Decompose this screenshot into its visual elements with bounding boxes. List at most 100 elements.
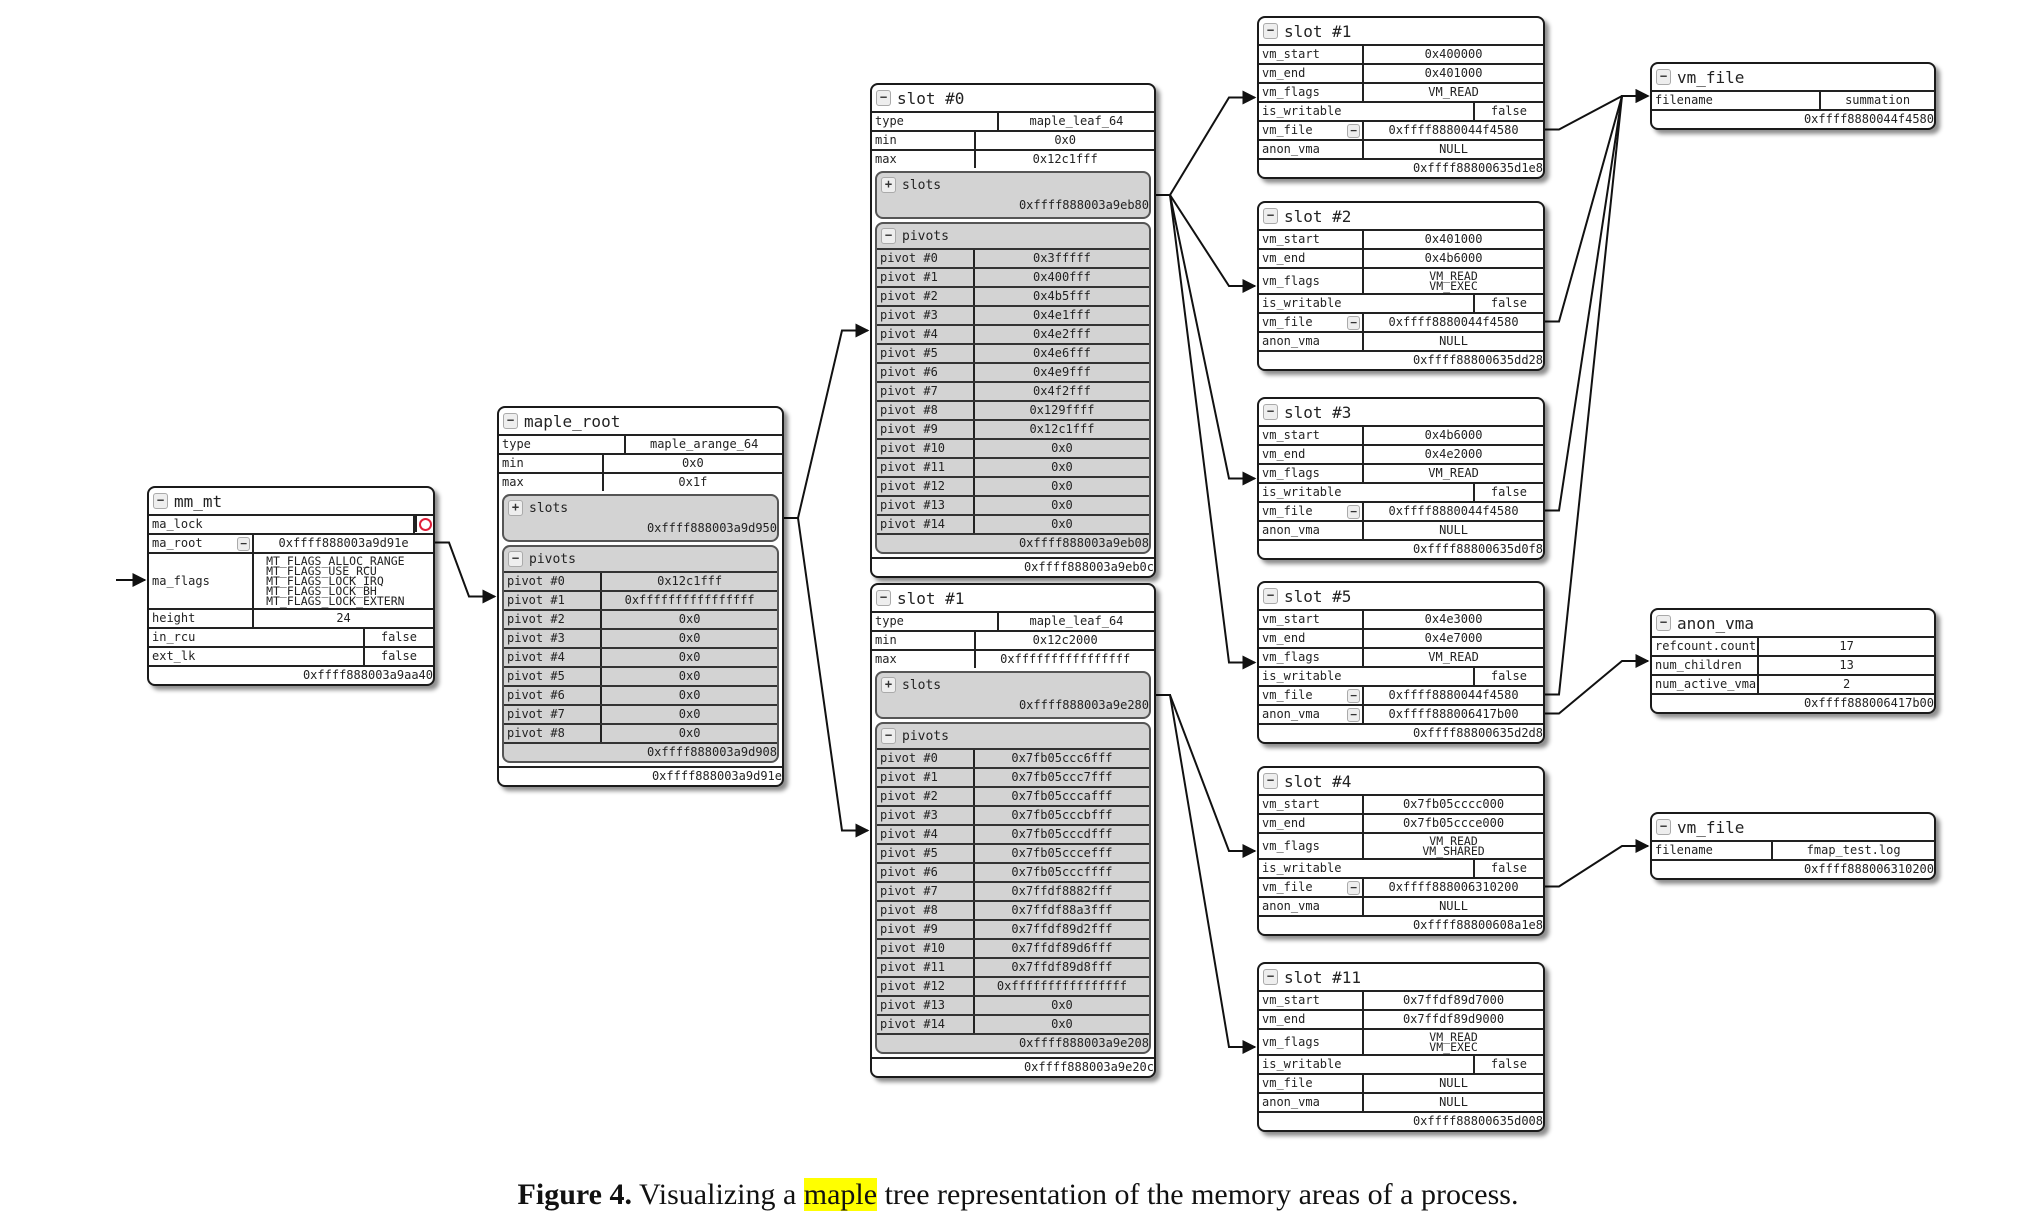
toggle-collapse-icon[interactable]: −: [881, 728, 896, 744]
toggle-collapse-icon[interactable]: −: [1347, 688, 1361, 703]
toggle-collapse-icon[interactable]: −: [1347, 315, 1361, 330]
section-header[interactable]: −pivots: [877, 724, 1149, 748]
toggle-collapse-icon[interactable]: −: [1263, 23, 1278, 39]
node-title[interactable]: −slot #2: [1259, 203, 1543, 229]
toggle-collapse-icon[interactable]: −: [876, 90, 891, 106]
field-label-text: pivot #3: [880, 808, 938, 822]
field-value: NULL: [1439, 142, 1468, 156]
field-value[interactable]: 0xffff8880044f4580: [1388, 315, 1519, 329]
toggle-collapse-icon[interactable]: −: [1263, 404, 1278, 420]
field-label-text: anon_vma: [1262, 142, 1320, 156]
field-label-text: anon_vma: [1262, 1095, 1320, 1109]
field-label-text: height: [152, 611, 196, 625]
field-label-text: is_writable: [1262, 485, 1342, 499]
toggle-collapse-icon[interactable]: −: [508, 551, 523, 567]
field-value[interactable]: 0xffff888003a9d91e: [278, 536, 409, 550]
toggle-collapse-icon[interactable]: −: [1347, 123, 1361, 138]
node-title-text: slot #3: [1284, 402, 1352, 422]
node-title[interactable]: −slot #1: [872, 585, 1154, 611]
field-value[interactable]: 0xffff888006310200: [1388, 880, 1519, 894]
field-label-text: vm_start: [1262, 47, 1320, 61]
section-header[interactable]: −pivots: [504, 547, 777, 571]
node-title[interactable]: −slot #4: [1259, 768, 1543, 794]
field-value: 0x0: [1054, 133, 1076, 147]
toggle-collapse-icon[interactable]: −: [237, 536, 251, 551]
field-label: pivot #14: [877, 516, 975, 533]
field-value[interactable]: 0xffff8880044f4580: [1388, 688, 1519, 702]
field-label-text: vm_flags: [1262, 85, 1320, 99]
toggle-expand-icon[interactable]: +: [881, 677, 896, 693]
field-value: 0x7fb05cccefff: [1011, 846, 1113, 860]
field-value-line: VM_SHARED: [1422, 844, 1485, 858]
node-title[interactable]: −vm_file: [1652, 814, 1934, 840]
edge-arrow-vma5-to-file1: [1545, 89, 1650, 696]
toggle-collapse-icon[interactable]: −: [153, 493, 168, 509]
node-address: 0xffff888003a9eb0c: [872, 557, 1154, 576]
field-value[interactable]: 0xffff8880044f4580: [1388, 123, 1519, 137]
toggle-collapse-icon[interactable]: −: [1263, 588, 1278, 604]
caption-text-post: tree representation of the memory areas …: [877, 1178, 1519, 1211]
section-header[interactable]: +slots: [877, 173, 1149, 197]
field-value[interactable]: 0xffff888006417b00: [1388, 707, 1519, 721]
node-title[interactable]: −slot #0: [872, 85, 1154, 111]
toggle-collapse-icon[interactable]: −: [1347, 707, 1361, 722]
field-value: 0x0: [678, 707, 701, 721]
node-title[interactable]: −slot #5: [1259, 583, 1543, 609]
toggle-collapse-icon[interactable]: −: [503, 413, 518, 429]
toggle-collapse-icon[interactable]: −: [1263, 969, 1278, 985]
toggle-collapse-icon[interactable]: −: [1263, 208, 1278, 224]
field-value[interactable]: 0xffff8880044f4580: [1388, 504, 1519, 518]
field-label-text: vm_end: [1262, 1012, 1306, 1026]
toggle-expand-icon[interactable]: +: [881, 177, 896, 193]
toggle-collapse-icon[interactable]: −: [1656, 819, 1671, 835]
toggle-collapse-icon[interactable]: −: [1656, 615, 1671, 631]
toggle-collapse-icon[interactable]: −: [1347, 504, 1361, 519]
field-label: pivot #11: [877, 459, 975, 476]
toggle-collapse-icon[interactable]: −: [876, 590, 891, 606]
field-label: is_writable: [1259, 668, 1475, 685]
section-header[interactable]: +slots: [877, 673, 1149, 697]
node-title-text: mm_mt: [174, 491, 223, 511]
edge-arrow-mm_mt-to-maple_root: [435, 541, 497, 604]
node-title[interactable]: −slot #11: [1259, 964, 1543, 990]
node-title[interactable]: −slot #1: [1259, 18, 1543, 44]
edge-arrow-vma1-to-file1: [1545, 89, 1650, 131]
field-label: pivot #4: [504, 649, 603, 666]
node-title[interactable]: −vm_file: [1652, 64, 1934, 90]
field-value: NULL: [1439, 523, 1468, 537]
node-title[interactable]: −slot #3: [1259, 399, 1543, 425]
node-title[interactable]: −anon_vma: [1652, 610, 1934, 636]
field-label: vm_start: [1259, 611, 1365, 628]
section-header[interactable]: +slots: [504, 496, 777, 520]
field-label: pivot #9: [877, 421, 975, 438]
field-value: false: [1490, 861, 1527, 875]
field-label: is_writable: [1259, 295, 1475, 312]
node-title[interactable]: −maple_root: [499, 408, 782, 434]
field-value: 0x0: [1051, 998, 1073, 1012]
caption-highlight: maple: [803, 1178, 878, 1211]
node-address: 0xffff888003a9e20c: [872, 1057, 1154, 1076]
node-title[interactable]: −mm_mt: [149, 488, 433, 514]
field-label-text: pivot #5: [880, 846, 938, 860]
toggle-collapse-icon[interactable]: −: [881, 228, 896, 244]
toggle-expand-icon[interactable]: +: [508, 500, 523, 516]
lock-indicator-icon: [415, 516, 433, 532]
section-address: 0xffff888003a9e208: [877, 1033, 1149, 1052]
field-value: 0xffffffffffffffff: [996, 979, 1127, 993]
toggle-collapse-icon[interactable]: −: [1656, 69, 1671, 85]
field-label: filename: [1652, 842, 1774, 859]
field-label: vm_file−: [1259, 503, 1365, 520]
toggle-collapse-icon[interactable]: −: [1347, 880, 1361, 895]
toggle-collapse-icon[interactable]: −: [1263, 773, 1278, 789]
field-value: 0x7fb05ccc7fff: [1011, 770, 1113, 784]
section-header[interactable]: −pivots: [877, 224, 1149, 248]
